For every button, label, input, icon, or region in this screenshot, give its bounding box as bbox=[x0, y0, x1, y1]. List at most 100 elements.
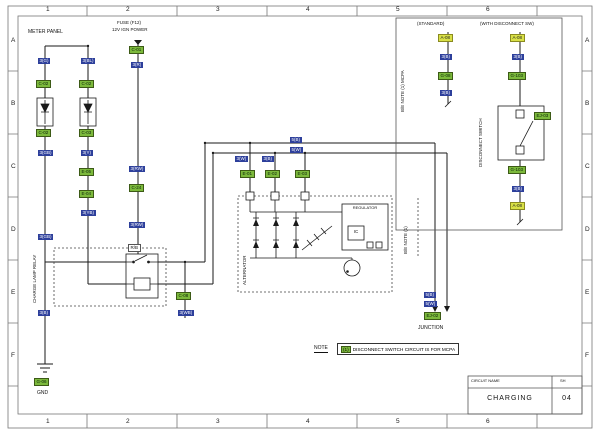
wire-label: 3(W) bbox=[235, 155, 248, 162]
regulator-label: REGULATOR bbox=[352, 205, 378, 210]
alternator-symbol bbox=[237, 191, 393, 293]
connector-label: C-03 bbox=[79, 129, 94, 137]
be-note-center-label: B/E NOTE (1) bbox=[403, 226, 408, 254]
title-block-name-label: CIRCUIT NAME bbox=[471, 378, 500, 383]
wire-label: 3(YB) bbox=[81, 209, 96, 216]
grid-col-bot-3: 3 bbox=[216, 418, 220, 425]
wire-label: 3(B) bbox=[440, 53, 452, 60]
wire-label: 3(GB) bbox=[38, 233, 54, 240]
wire-label: 3(GB) bbox=[38, 149, 54, 156]
connector-label: C-02 bbox=[36, 80, 51, 88]
connector-label: C-02 bbox=[79, 80, 94, 88]
grid-col-top-4: 4 bbox=[306, 6, 310, 13]
grid-row-left-c: C bbox=[11, 163, 16, 170]
circuit-name: CHARGING bbox=[487, 395, 533, 402]
connector-label: A-08 bbox=[438, 34, 453, 42]
grid-col-top-6: 6 bbox=[486, 6, 490, 13]
connector-label: G-103 bbox=[508, 166, 526, 174]
grid-col-top-2: 2 bbox=[126, 6, 130, 13]
charge-lamp-relay-label: CHARGE LAMP RELAY bbox=[32, 254, 37, 303]
sheet-number: 04 bbox=[562, 395, 572, 402]
note-box: (1) DISCONNECT SWITCH CIRCUIT IS FOR MCP… bbox=[337, 343, 460, 355]
wire-label: 3(G) bbox=[38, 57, 50, 64]
grid-col-bot-6: 6 bbox=[486, 418, 490, 425]
connector-label: C-01 bbox=[129, 46, 144, 54]
grid-col-top-3: 3 bbox=[216, 6, 220, 13]
grid-row-left-b: B bbox=[11, 100, 16, 107]
wire-label: 5(B) bbox=[424, 291, 436, 298]
grid-col-bot-1: 1 bbox=[46, 418, 50, 425]
wire-label: 5(B) bbox=[290, 136, 302, 143]
wire-paths bbox=[44, 32, 521, 364]
fuse-arrow-icon bbox=[134, 40, 142, 45]
grid-row-left-d: D bbox=[11, 226, 16, 233]
grid-row-right-d: D bbox=[585, 226, 590, 233]
title-block-frame bbox=[467, 375, 583, 415]
wire-label: 5(W) bbox=[424, 300, 437, 307]
grid-col-top-1: 1 bbox=[46, 6, 50, 13]
grid-row-left-f: F bbox=[11, 352, 15, 359]
grid-row-right-a: A bbox=[585, 37, 590, 44]
connector-label: A-08 bbox=[510, 34, 525, 42]
wire-label: 3(B) bbox=[512, 53, 524, 60]
junction-dots bbox=[86, 44, 307, 264]
ic-label: IC bbox=[353, 229, 359, 234]
wire-label: 3(B) bbox=[262, 155, 274, 162]
connector-label: A-08 bbox=[510, 202, 525, 210]
wire-label: 3(RW) bbox=[129, 165, 145, 172]
wire-label: 3(BL) bbox=[81, 57, 96, 64]
grid-row-right-e: E bbox=[585, 289, 590, 296]
grid-row-right-f: F bbox=[585, 352, 589, 359]
connector-label: EJ-02 bbox=[424, 312, 441, 320]
disconnect-switch-label: DISCONNECT SWITCH bbox=[478, 118, 483, 167]
note-ref: (1) bbox=[341, 345, 351, 353]
grid-row-left-a: A bbox=[11, 37, 16, 44]
wire-label: 5(W) bbox=[290, 146, 303, 153]
be-note-right-label: B/E NOTE (1) MCPA bbox=[400, 70, 405, 112]
connector-label: G-06 bbox=[34, 378, 50, 386]
relay-symbol bbox=[53, 247, 167, 307]
connector-label: G-103 bbox=[508, 72, 526, 80]
connector-label: E-04 bbox=[79, 190, 94, 198]
gnd-label: GND bbox=[37, 390, 49, 396]
wire-label: 3(B) bbox=[512, 185, 524, 192]
note-text: DISCONNECT SWITCH CIRCUIT IS FOR MCPA bbox=[352, 346, 456, 352]
relay-box-label: R/B bbox=[128, 244, 141, 252]
title-block-sheet-label: SH bbox=[560, 378, 566, 383]
wire-label: 3(B) bbox=[38, 309, 50, 316]
disconnect-header: (WITH DISCONNECT SW) bbox=[480, 21, 534, 26]
meter-panel-symbols bbox=[36, 97, 97, 127]
connector-label: G-08 bbox=[438, 72, 454, 80]
connector-label: EJ-03 bbox=[534, 112, 551, 120]
connector-label: E-02 bbox=[265, 170, 280, 178]
fuse-label: FUSE (F12) bbox=[117, 20, 142, 25]
disconnect-option-box bbox=[395, 17, 563, 231]
grid-row-right-b: B bbox=[585, 100, 590, 107]
grid-col-bot-5: 5 bbox=[396, 418, 400, 425]
connector-label: C-02 bbox=[36, 129, 51, 137]
connector-label: C-08 bbox=[176, 292, 191, 300]
wire-label: 3(RW) bbox=[129, 221, 145, 228]
regulator-symbol bbox=[341, 203, 389, 277]
connector-label: E-05 bbox=[79, 168, 94, 176]
grid-row-right-c: C bbox=[585, 163, 590, 170]
grid-col-top-5: 5 bbox=[396, 6, 400, 13]
wire-label: 3(B) bbox=[440, 89, 452, 96]
page-border bbox=[7, 5, 593, 429]
grid-row-left-e: E bbox=[11, 289, 16, 296]
connector-label: E-03 bbox=[295, 170, 310, 178]
meter-panel-label: METER PANEL bbox=[28, 29, 63, 35]
grid-col-bot-2: 2 bbox=[126, 418, 130, 425]
standard-header: (STANDARD) bbox=[417, 21, 445, 26]
alternator-label: ALTERNATOR bbox=[242, 255, 247, 285]
wire-label: 3(R) bbox=[131, 61, 143, 68]
wire-label: 3(Y) bbox=[81, 149, 93, 156]
note-label: NOTE bbox=[314, 345, 328, 353]
connector-label: E-01 bbox=[240, 170, 255, 178]
wire-label: 3(WB) bbox=[178, 309, 194, 316]
ground-icon bbox=[37, 363, 53, 373]
junction-label: JUNCTION bbox=[418, 325, 444, 331]
grid-col-bot-4: 4 bbox=[306, 418, 310, 425]
